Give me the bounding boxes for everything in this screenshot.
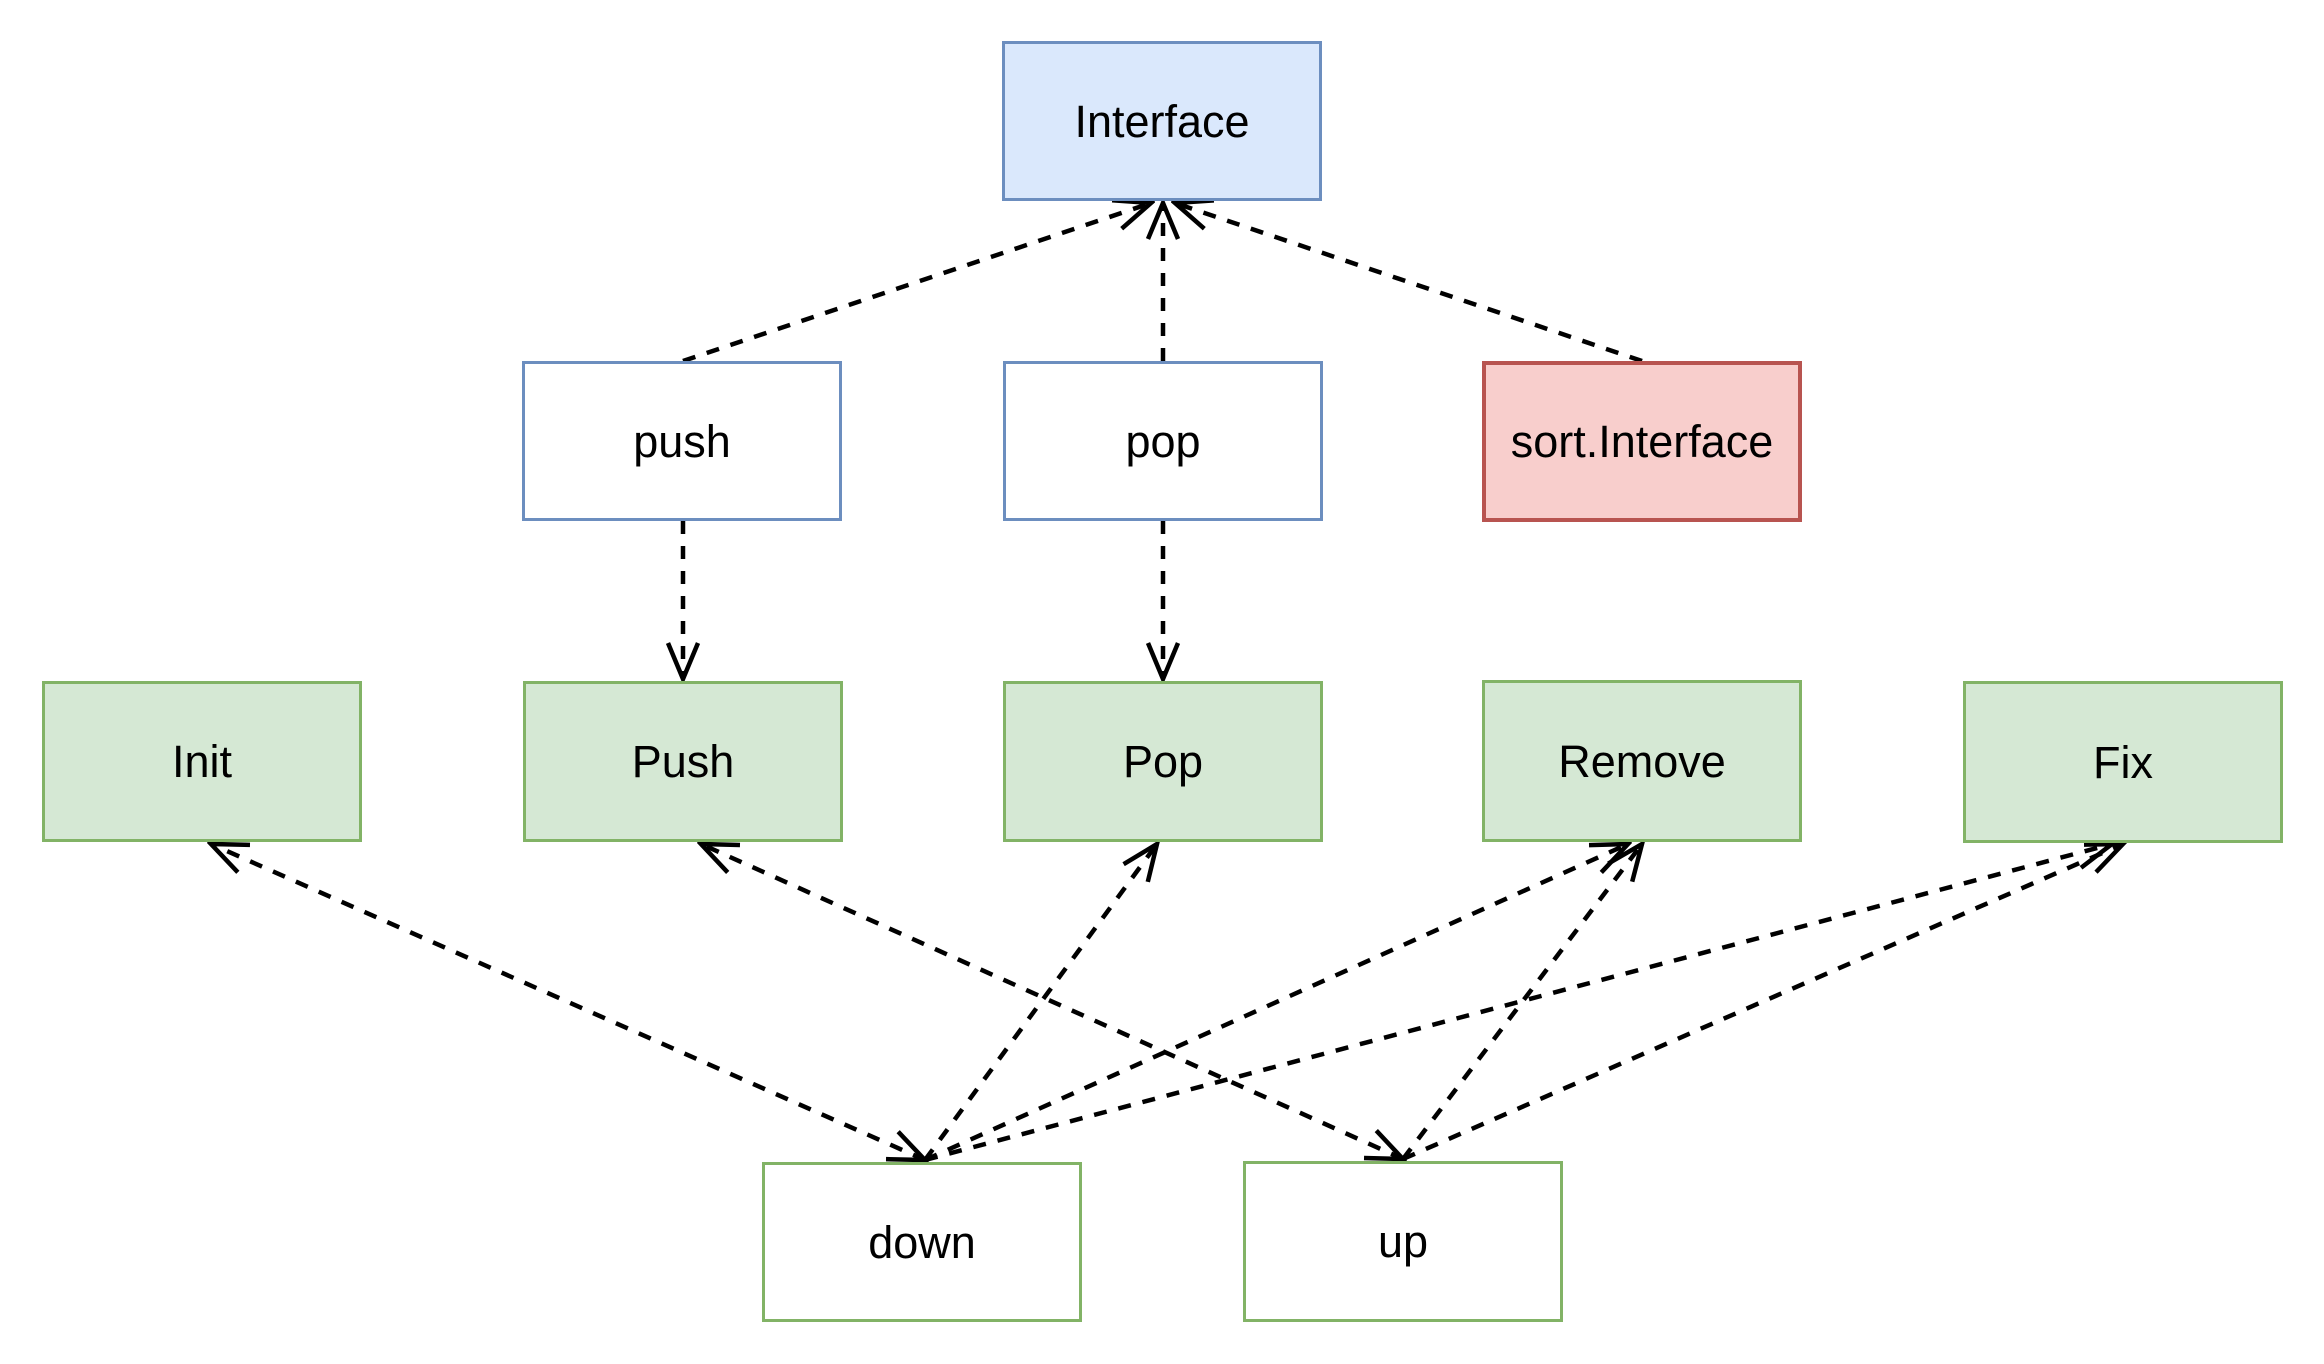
edge-sort-interface-to-interface [1175,203,1643,364]
node-sort-interface: sort.Interface [1482,361,1802,522]
node-label-pop-helper: pop [1125,415,1201,467]
node-label-push-exported: Push [631,736,735,787]
node-label-sort-interface: sort.Interface [1510,416,1774,467]
node-label-interface: Interface [1074,95,1250,147]
node-init: Init [42,681,362,842]
edge-up-to-push-exported [701,844,1403,1159]
edge-up-to-fix [1402,844,2123,1162]
node-fix: Fix [1963,681,2283,843]
node-pop-helper: pop [1003,361,1323,521]
node-label-push-helper: push [633,415,731,467]
edge-down-to-remove [924,844,1628,1163]
node-down: down [762,1162,1082,1322]
node-interface: Interface [1002,41,1322,201]
edge-down-to-init [211,844,925,1160]
edge-up-to-remove [1401,844,1642,1161]
edge-down-to-pop-exported [923,844,1157,1162]
node-push-helper: push [522,361,842,521]
node-push-exported: Push [523,681,843,842]
node-label-down: down [868,1216,976,1268]
node-label-init: Init [171,736,233,787]
node-remove: Remove [1482,680,1802,842]
edge-push-helper-to-interface [682,203,1151,364]
node-label-fix: Fix [2093,736,2153,788]
node-pop-exported: Pop [1003,681,1323,842]
node-label-pop-exported: Pop [1122,736,1204,787]
node-label-up: up [1377,1216,1429,1267]
node-up: up [1243,1161,1563,1322]
node-label-remove: Remove [1558,735,1726,787]
